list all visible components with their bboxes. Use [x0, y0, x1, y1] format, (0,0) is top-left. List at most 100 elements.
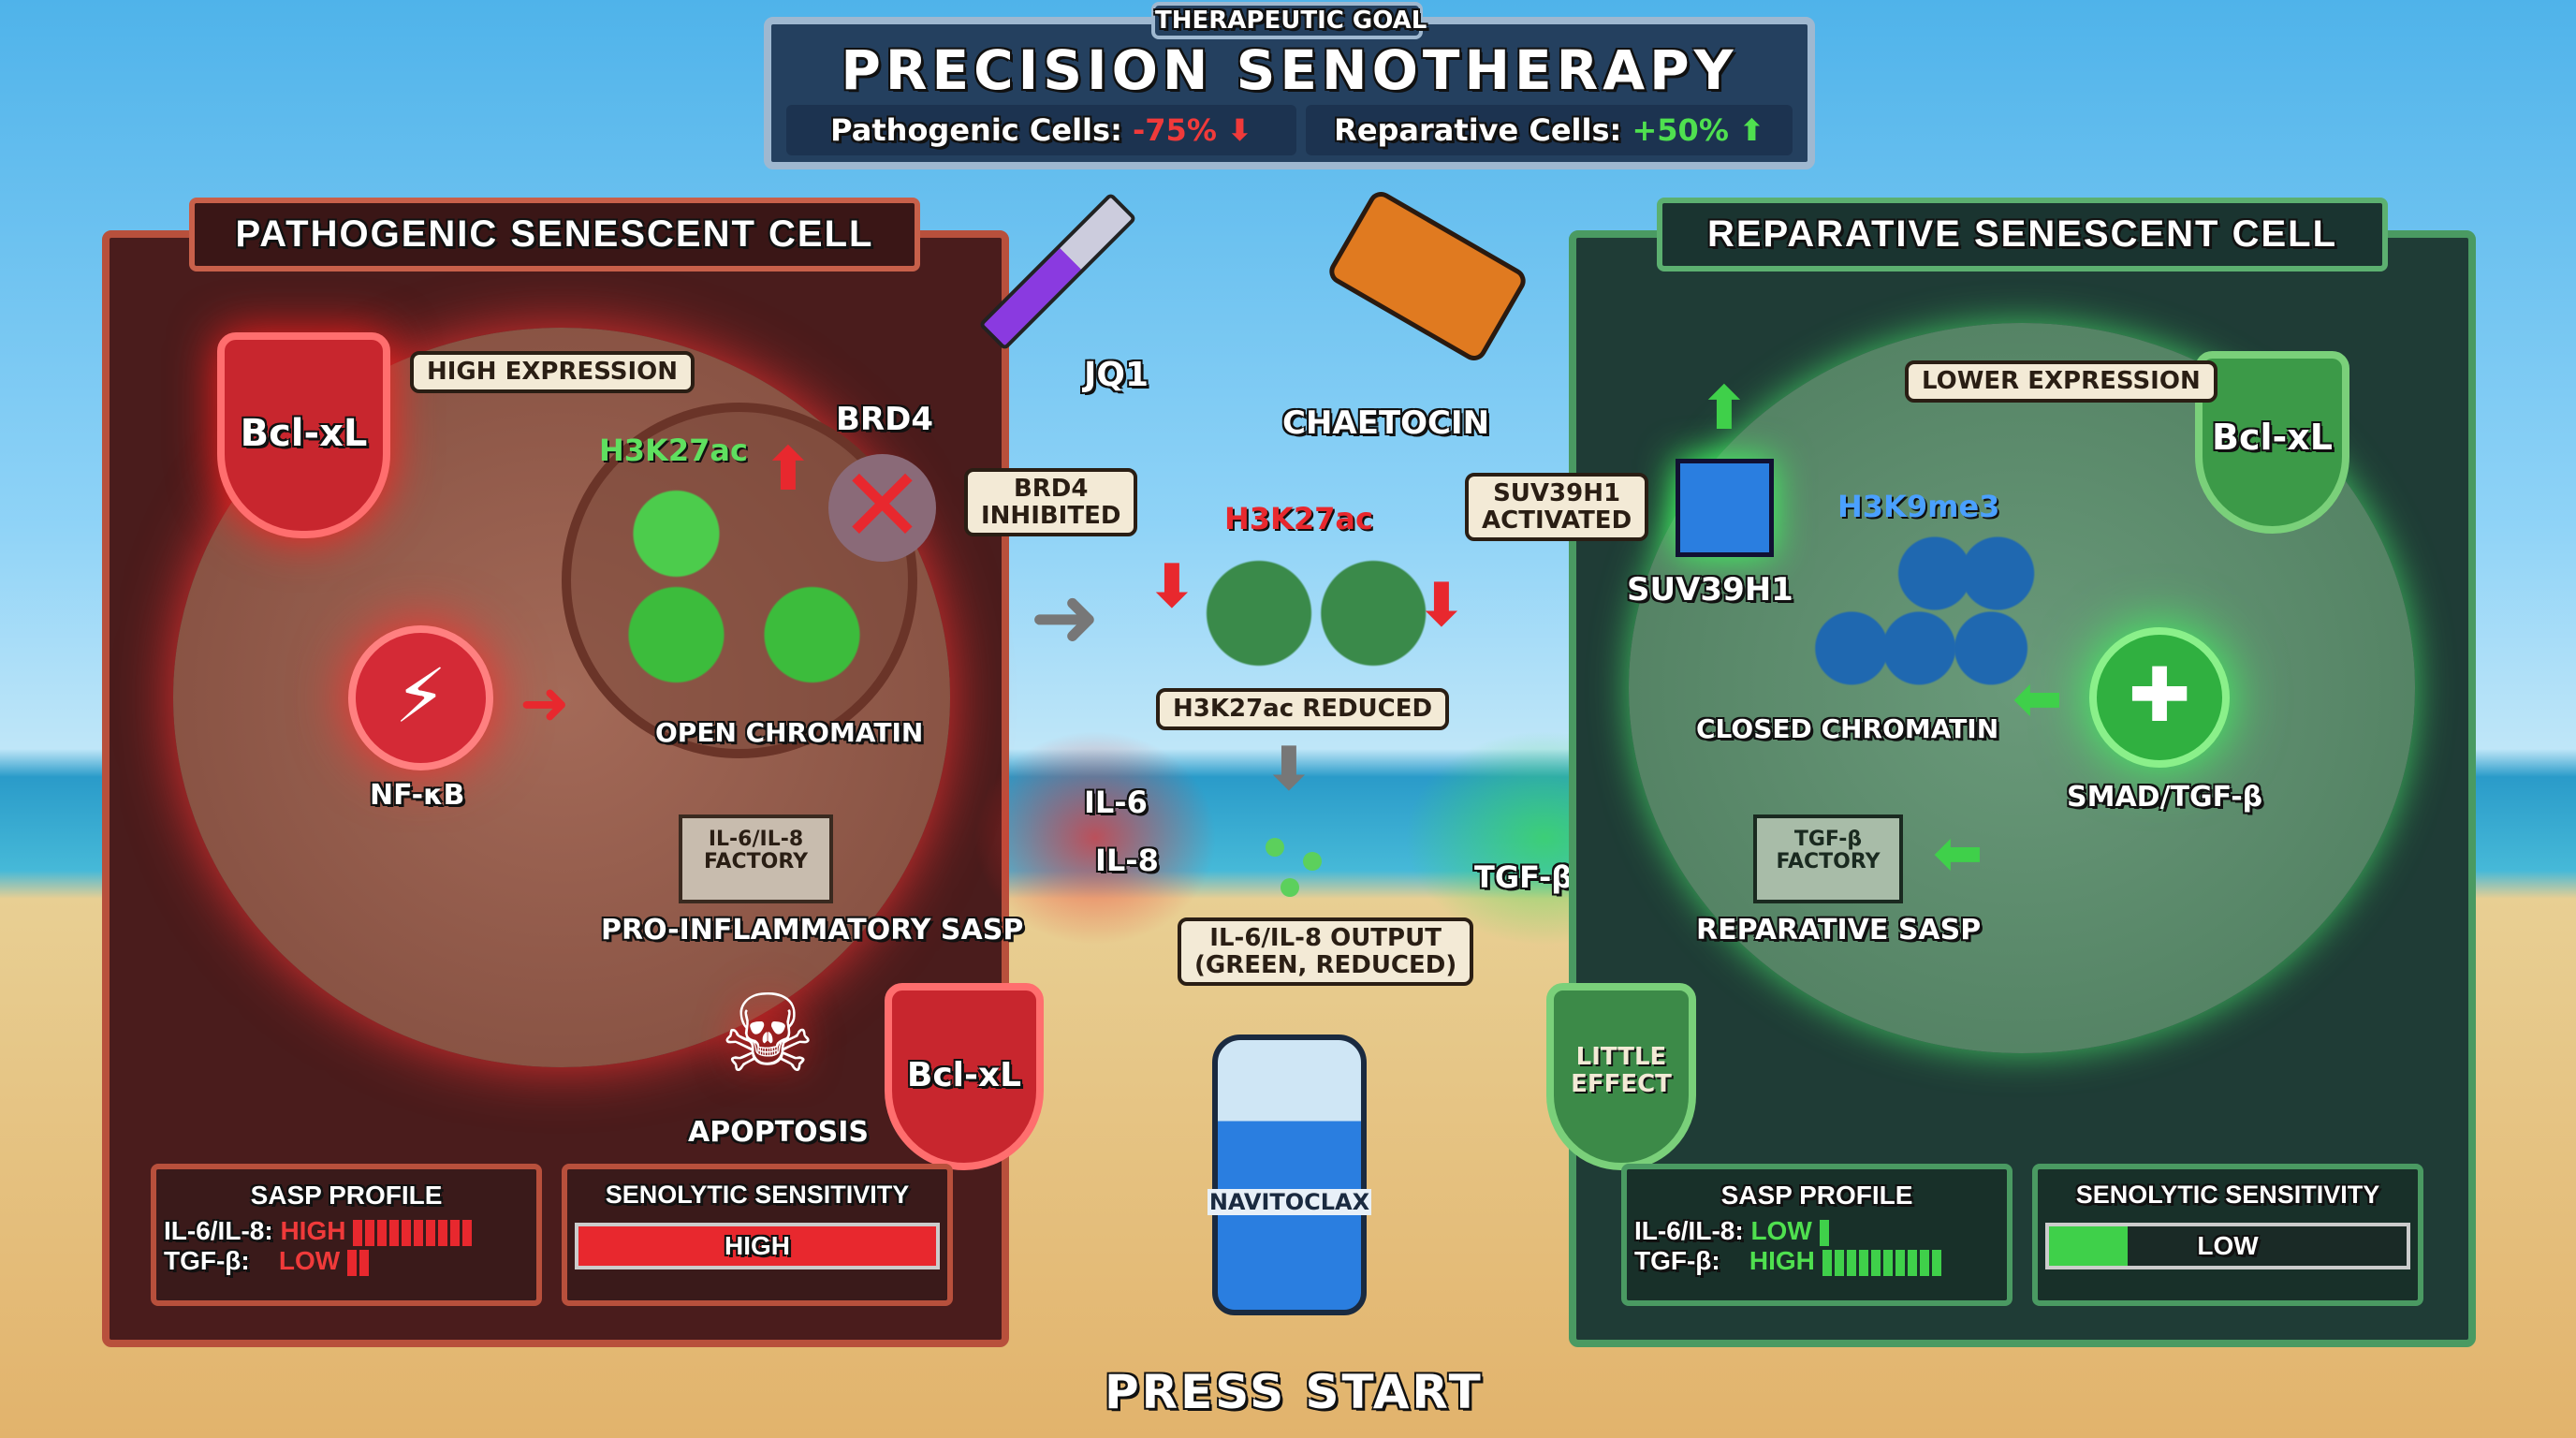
bclxl-shield-icon: [2195, 351, 2349, 534]
level-segment: [346, 1249, 357, 1276]
arrow-down-icon: ⬇: [1227, 112, 1252, 148]
suv39h1-activated-label: SUV39H1 ACTIVATED: [1465, 473, 1649, 542]
skull-crossbones-icon: ☠: [719, 972, 816, 1097]
level-segment: [1882, 1249, 1893, 1276]
level-segment: [365, 1219, 375, 1246]
pathogenic-stat: Pathogenic Cells: -75% ⬇: [786, 105, 1296, 155]
high-expression-label: HIGH EXPRESSION: [410, 351, 695, 393]
bclxl-shield-icon: [885, 983, 1044, 1170]
tgfb-factory-icon: [1753, 814, 1903, 903]
page-title: PRECISION SENOTHERAPY: [841, 38, 1738, 102]
il6-il8-factory-icon: [679, 814, 833, 903]
level-segment: [1822, 1249, 1832, 1276]
suv39h1-cube-icon: [1676, 459, 1774, 557]
press-start-button[interactable]: PRESS START: [1105, 1365, 1484, 1419]
il-level-bar: [353, 1216, 475, 1246]
tgf-level-bar: [1822, 1246, 1944, 1276]
level-segment: [389, 1219, 400, 1246]
jq1-label: JQ1: [1084, 356, 1149, 394]
reduced-il-particle: [1281, 878, 1299, 897]
arrow-down-icon: ⬇: [1416, 571, 1467, 640]
level-segment: [377, 1219, 388, 1246]
bclxl-label: Bcl-xL: [240, 412, 368, 455]
bclxl-label: Bcl-xL: [906, 1056, 1022, 1094]
apoptosis-label: APOPTOSIS: [688, 1116, 870, 1149]
nfkb-label: NF-κB: [370, 779, 465, 812]
reparative-title: REPARATIVE SENESCENT CELL: [1657, 198, 2388, 271]
il-level-bar: [1819, 1216, 1832, 1246]
brd4-gear-crossed-icon: ✕: [828, 454, 936, 562]
arrow-up-icon: ⬆: [1699, 374, 1749, 444]
bclxl-label: Bcl-xL: [2211, 417, 2333, 458]
level-segment: [1919, 1249, 1929, 1276]
sensitivity-meter: HIGH: [575, 1223, 940, 1269]
level-segment: [1870, 1249, 1881, 1276]
level-segment: [1834, 1249, 1844, 1276]
h3k27ac-reduced-label: H3K27ac REDUCED: [1156, 688, 1450, 730]
level-segment: [1931, 1249, 1941, 1276]
navitoclax-label: NAVITOCLAX: [1208, 1189, 1371, 1215]
arrow-down-icon: ⬇: [1147, 552, 1197, 622]
lower-expression-label: LOWER EXPRESSION: [1905, 360, 2217, 403]
tgfb-label: TGF-β: [1474, 859, 1573, 895]
sensitivity-meter: LOW: [2045, 1223, 2410, 1269]
pathogenic-title: PATHOGENIC SENESCENT CELL: [189, 198, 920, 271]
level-segment: [1907, 1249, 1917, 1276]
level-segment: [414, 1219, 424, 1246]
il8-label: IL-8: [1095, 843, 1159, 878]
level-segment: [462, 1219, 473, 1246]
arrow-up-icon: ⬆: [763, 435, 813, 505]
reparative-senolytic-sensitivity: SENOLYTIC SENSITIVITY LOW: [2032, 1164, 2423, 1306]
factory-label: TGF-β FACTORY: [1776, 828, 1881, 874]
pro-inflammatory-sasp-label: PRO-INFLAMMATORY SASP: [601, 914, 1024, 946]
smad-tgfb-label: SMAD/TGF-β: [2067, 781, 2263, 814]
closed-chromatin-icon: [1811, 534, 2036, 693]
inflammatory-cloud: [973, 730, 1217, 946]
level-segment: [1895, 1249, 1905, 1276]
level-segment: [359, 1249, 369, 1276]
level-segment: [402, 1219, 412, 1246]
nfkb-icon: ⚡: [348, 625, 493, 770]
reduced-il-particle: [1303, 852, 1322, 871]
smad-tgfb-icon: ✚: [2089, 627, 2230, 768]
closed-chromatin-label: CLOSED CHROMATIN: [1696, 713, 1999, 744]
factory-label: IL-6/IL-8 FACTORY: [703, 828, 809, 874]
h3k27ac-reduced-title: H3K27ac: [1224, 501, 1373, 536]
level-segment: [450, 1219, 461, 1246]
arrow-right-icon: ➜: [1030, 568, 1101, 667]
chaetocin-bottle-icon: [1325, 186, 1530, 366]
sensitivity-fill: [578, 1226, 936, 1266]
arrow-up-icon: ⬆: [1739, 112, 1764, 148]
tgf-level-bar: [346, 1246, 372, 1276]
reparative-stat: Reparative Cells: +50% ⬆: [1306, 105, 1793, 155]
open-chromatin-label: OPEN CHROMATIN: [655, 717, 924, 748]
level-segment: [1819, 1219, 1829, 1246]
pathogenic-sasp-profile: SASP PROFILE IL-6/IL-8: HIGH TGF-β: LOW: [151, 1164, 542, 1306]
reparative-sasp-profile: SASP PROFILE IL-6/IL-8: LOW TGF-β: HIGH: [1621, 1164, 2012, 1306]
bclxl-shield-icon: [217, 332, 390, 538]
il6-label: IL-6: [1084, 785, 1148, 820]
h3k27ac-label: H3K27ac: [599, 433, 748, 468]
level-segment: [1858, 1249, 1868, 1276]
arrow-left-icon: ⬅: [1933, 819, 1983, 888]
little-effect-shield-icon: [1546, 983, 1696, 1170]
level-segment: [426, 1219, 436, 1246]
reparative-sasp-label: REPARATIVE SASP: [1696, 914, 1982, 946]
arrow-right-icon: ➜: [520, 669, 570, 739]
pathogenic-senolytic-sensitivity: SENOLYTIC SENSITIVITY HIGH: [562, 1164, 953, 1306]
h3k9me3-label: H3K9me3: [1837, 489, 2000, 524]
arrow-down-icon: ⬇: [1264, 735, 1314, 804]
suv39h1-label: SUV39H1: [1627, 571, 1793, 609]
chaetocin-label: CHAETOCIN: [1282, 404, 1490, 442]
navitoclax-vial-icon: [1212, 1034, 1367, 1315]
arrow-left-icon: ⬅: [2012, 665, 2063, 734]
goal-tag: THERAPEUTIC GOAL: [1151, 2, 1427, 39]
reduced-nucleosomes-icon: [1198, 552, 1442, 674]
sensitivity-fill: [2049, 1226, 2129, 1266]
level-segment: [353, 1219, 363, 1246]
level-segment: [1846, 1249, 1856, 1276]
brd4-inhibited-label: BRD4 INHIBITED: [964, 468, 1138, 537]
little-effect-label: LITTLE EFFECT: [1571, 1043, 1672, 1098]
reduced-il-particle: [1266, 838, 1284, 857]
il-output-label: IL-6/IL-8 OUTPUT (GREEN, REDUCED): [1178, 917, 1474, 987]
